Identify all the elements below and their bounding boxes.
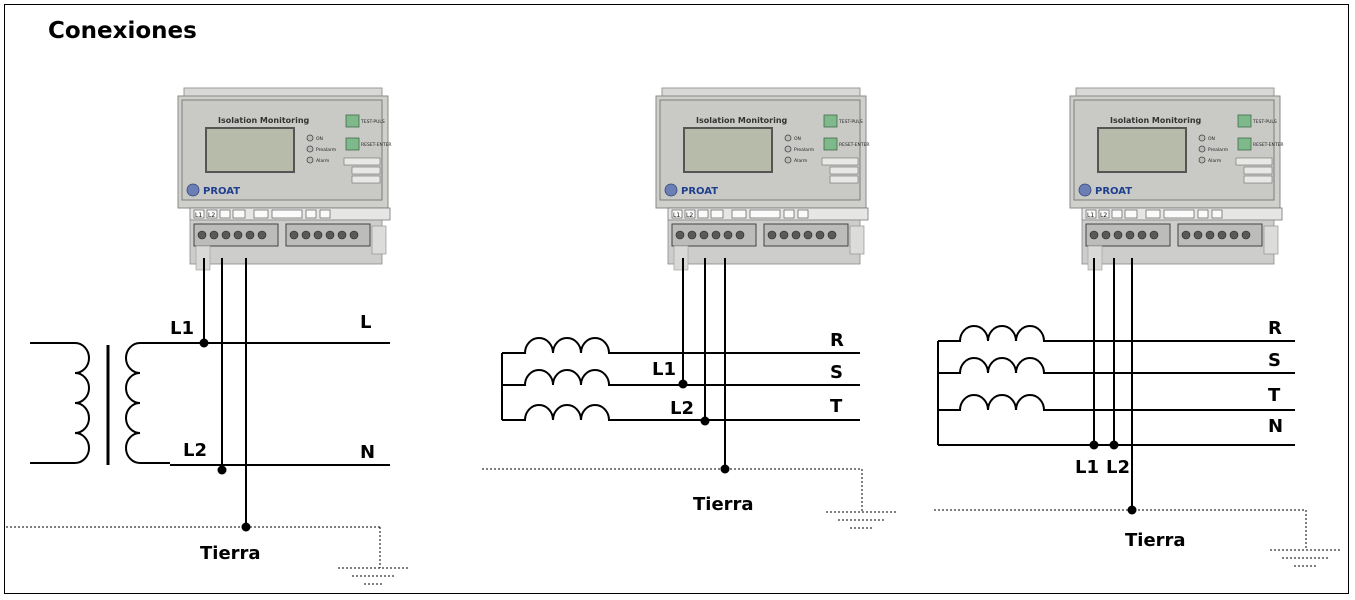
led-label: Prealarm	[794, 147, 814, 153]
earth-line-3	[934, 509, 1342, 567]
phase-R	[938, 325, 1295, 342]
terminal-label: L1	[1087, 212, 1094, 219]
led-label: Alarm	[316, 158, 329, 164]
button-label: TEST-PULS	[360, 119, 385, 125]
led-label: Alarm	[1208, 158, 1221, 164]
phase-S	[938, 357, 1295, 374]
transformer-primary-winding	[30, 342, 90, 464]
junction-dot	[217, 465, 227, 475]
label-tierra: Tierra	[200, 543, 261, 564]
earth-line-1	[6, 526, 410, 585]
button-label: TEST-PULS	[838, 119, 863, 125]
device-brand: PROAT	[203, 186, 240, 197]
device-title: Isolation Monitoring	[1110, 116, 1202, 125]
label-R: R	[1268, 318, 1282, 339]
label-L1: L1	[652, 359, 676, 380]
button-label: TEST-PULS	[1252, 119, 1277, 125]
isolation-monitor-device-1: Isolation Monitoring PROAT ON Prealarm A…	[177, 87, 392, 271]
isolation-monitor-device-2: Isolation Monitoring PROAT ON Prealarm A…	[655, 87, 870, 271]
label-N: N	[360, 442, 375, 463]
label-R: R	[830, 330, 844, 351]
page-title: Conexiones	[48, 18, 197, 44]
diagram-three-phase	[501, 258, 860, 469]
junction-dot	[720, 464, 730, 474]
junction-dot	[1109, 440, 1119, 450]
button-label: RESET-ENTER	[1253, 142, 1284, 148]
device-title: Isolation Monitoring	[218, 116, 310, 125]
led-label: Alarm	[794, 158, 807, 164]
diagram-three-phase-neutral	[937, 258, 1295, 510]
label-L2: L2	[183, 440, 207, 461]
junction-dot	[700, 416, 710, 426]
isolation-monitor-device-3: Isolation Monitoring PROAT ON Prealarm A…	[1069, 87, 1284, 271]
label-L: L	[360, 312, 371, 333]
terminal-label: L2	[686, 212, 693, 219]
phase-R	[502, 337, 860, 354]
phase-T	[502, 404, 860, 421]
led-label: Prealarm	[1208, 147, 1228, 153]
label-tierra: Tierra	[1125, 530, 1186, 551]
label-T: T	[830, 396, 843, 417]
transformer-secondary-winding	[125, 342, 170, 464]
led-label: ON	[1208, 136, 1215, 142]
terminal-label: L1	[195, 212, 202, 219]
terminal-label: L2	[1100, 212, 1107, 219]
junction-dot	[678, 379, 688, 389]
button-label: RESET-ENTER	[361, 142, 392, 148]
phase-S	[502, 369, 860, 386]
label-S: S	[1268, 350, 1281, 371]
label-L1: L1	[1075, 457, 1099, 478]
label-tierra: Tierra	[693, 494, 754, 515]
diagram-single-phase	[30, 258, 390, 527]
label-L1: L1	[170, 318, 194, 339]
device-title: Isolation Monitoring	[696, 116, 788, 125]
label-S: S	[830, 362, 843, 383]
junction-dot	[199, 338, 209, 348]
led-label: Prealarm	[316, 147, 336, 153]
button-label: RESET-ENTER	[839, 142, 870, 148]
terminal-label: L2	[208, 212, 215, 219]
label-L2: L2	[1106, 457, 1130, 478]
terminal-label: L1	[673, 212, 680, 219]
diagram-frame	[4, 4, 1349, 594]
phase-T	[938, 394, 1295, 411]
junction-dot	[1089, 440, 1099, 450]
device-brand: PROAT	[681, 186, 718, 197]
label-L2: L2	[670, 398, 694, 419]
led-label: ON	[794, 136, 801, 142]
label-T: T	[1268, 385, 1281, 406]
earth-line-2	[482, 468, 898, 529]
label-N: N	[1268, 416, 1283, 437]
led-label: ON	[316, 136, 323, 142]
device-brand: PROAT	[1095, 186, 1132, 197]
